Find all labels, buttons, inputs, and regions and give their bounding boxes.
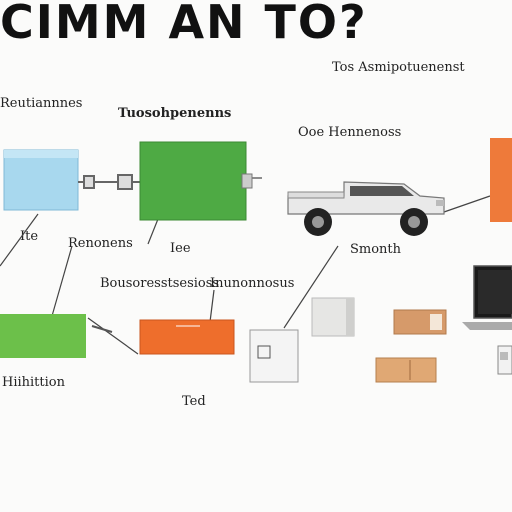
label-center-mid: Iee bbox=[170, 241, 191, 256]
blue-device-box bbox=[3, 149, 79, 211]
connector-line bbox=[443, 195, 491, 213]
connector-line bbox=[0, 213, 39, 267]
row-label-left: Bousoresstsesioss bbox=[100, 276, 220, 291]
label-bottom-center: Ted bbox=[182, 394, 206, 409]
cable-icon bbox=[91, 325, 113, 333]
orange-device-box bbox=[139, 319, 235, 355]
label-top-right: Tos Asmipotuenenst bbox=[332, 60, 465, 75]
phone-icon bbox=[497, 345, 512, 375]
connector-line bbox=[51, 245, 73, 317]
row-label-right: Inunonnosus bbox=[210, 276, 295, 291]
label-right-top: Ooe Hennenoss bbox=[298, 125, 402, 140]
pickup-truck-icon bbox=[287, 181, 445, 236]
cardboard-box-icon bbox=[393, 309, 447, 335]
diagram-title: CIMM AN TO? bbox=[0, 0, 368, 49]
connector-lines bbox=[0, 177, 491, 355]
connector-line bbox=[209, 289, 215, 323]
label-center-top: Tuosohpenenns bbox=[118, 106, 232, 121]
connector-line bbox=[87, 317, 139, 355]
printer-icon bbox=[249, 329, 299, 383]
orange-tall-box bbox=[490, 138, 512, 222]
cable-connector-icon bbox=[78, 174, 140, 190]
label-left-mid-long: Renonens bbox=[68, 236, 133, 251]
light-green-device-box bbox=[0, 314, 86, 358]
package-icon bbox=[375, 357, 437, 383]
laptop-icon bbox=[462, 265, 512, 330]
connector-line bbox=[283, 245, 339, 329]
storage-device-icon bbox=[311, 297, 355, 337]
green-device-box bbox=[139, 141, 253, 221]
label-left-top: Reutiannnes bbox=[0, 96, 83, 111]
label-bottom-left: Hiihittion bbox=[2, 375, 65, 390]
truck-caption: Smonth bbox=[350, 242, 402, 257]
